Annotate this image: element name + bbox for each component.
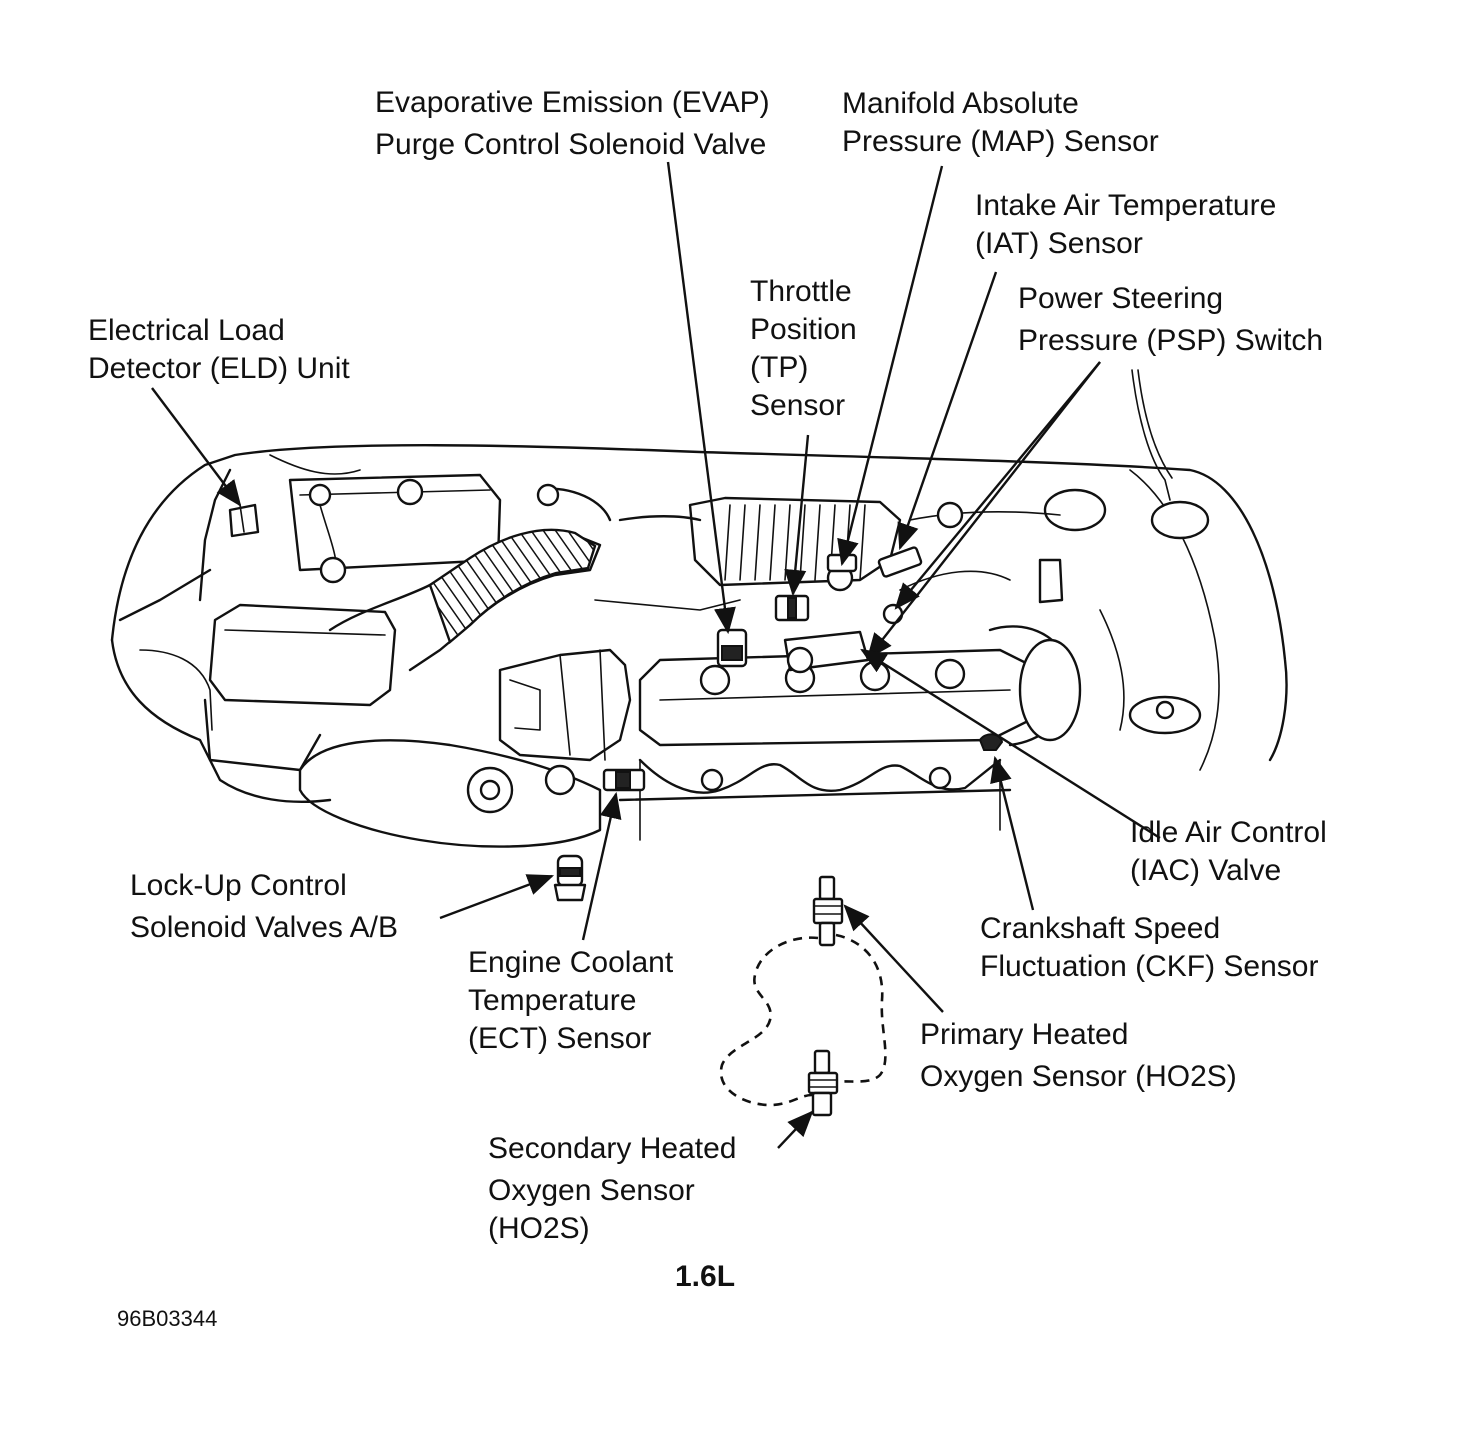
- label-lockup: Lock-Up Control Solenoid Valves A/B: [130, 867, 398, 947]
- label-secondary-ho2s-line2: Oxygen Sensor: [488, 1174, 695, 1207]
- leader-evap: [666, 161, 736, 635]
- label-iat-line1: Intake Air Temperature: [975, 189, 1277, 222]
- label-ckf-line1: Crankshaft Speed: [980, 912, 1221, 945]
- label-eld-line1: Electrical Load: [88, 314, 285, 347]
- leader-eld: [151, 387, 242, 507]
- right-side-components: [899, 488, 1210, 747]
- label-psp-line2: Pressure (PSP) Switch: [1018, 324, 1324, 357]
- label-ect: Engine Coolant Temperature (ECT) Sensor: [468, 944, 673, 1058]
- label-tp-line2: Position: [750, 313, 857, 346]
- primary-ho2s-part: [812, 875, 844, 947]
- label-psp: Power Steering Pressure (PSP) Switch: [1018, 280, 1323, 360]
- evap-valve-part: [716, 628, 748, 668]
- label-iat-line2: (IAT) Sensor: [975, 227, 1143, 260]
- air-intake-duct: [328, 483, 612, 672]
- transmission: [298, 739, 602, 848]
- label-iac: Idle Air Control (IAC) Valve: [1130, 814, 1327, 890]
- label-eld: Electrical Load Detector (ELD) Unit: [88, 312, 350, 388]
- label-tp-line1: Throttle: [750, 275, 852, 308]
- leader-tp: [784, 434, 810, 597]
- leader-psp: [894, 361, 1101, 610]
- leader-iat: [897, 271, 998, 551]
- label-primary-ho2s: Primary Heated Oxygen Sensor (HO2S): [920, 1016, 1237, 1096]
- leader-ect: [581, 791, 622, 941]
- leader-psp-2: [866, 361, 1101, 660]
- label-ect-line2: Temperature: [468, 984, 637, 1017]
- leader-lockup: [439, 874, 555, 920]
- label-eld-line2: Detector (ELD) Unit: [88, 352, 350, 385]
- exhaust-manifold: [618, 758, 1012, 841]
- iac-valve-part: [783, 630, 870, 674]
- label-primary-ho2s-line1: Primary Heated: [920, 1018, 1129, 1051]
- label-tp-line4: Sensor: [750, 389, 846, 422]
- figure-reference-code: 96B03344: [117, 1306, 218, 1331]
- battery: [288, 473, 502, 584]
- label-ckf-line2: Fluctuation (CKF) Sensor: [980, 950, 1319, 983]
- leader-map: [837, 165, 944, 567]
- label-ect-line3: (ECT) Sensor: [468, 1022, 652, 1055]
- ho2s-wiring-dashed: [719, 933, 887, 1107]
- label-secondary-ho2s: Secondary Heated Oxygen Sensor (HO2S): [488, 1130, 737, 1248]
- label-lockup-line1: Lock-Up Control: [130, 869, 347, 902]
- label-iac-line2: (IAC) Valve: [1130, 854, 1282, 887]
- ect-sensor-part: [602, 768, 646, 792]
- label-map: Manifold Absolute Pressure (MAP) Sensor: [842, 85, 1159, 161]
- lock-up-solenoid-valves: [553, 854, 587, 902]
- label-primary-ho2s-line2: Oxygen Sensor (HO2S): [920, 1060, 1237, 1093]
- tp-sensor-part: [774, 594, 810, 622]
- label-iat: Intake Air Temperature (IAT) Sensor: [975, 187, 1276, 263]
- label-lockup-line2: Solenoid Valves A/B: [130, 911, 398, 944]
- psp-switch-part: [882, 603, 904, 625]
- leader-primary-ho2s: [843, 904, 944, 1013]
- label-evap: Evaporative Emission (EVAP) Purge Contro…: [375, 84, 770, 164]
- label-evap-line1: Evaporative Emission (EVAP): [375, 86, 770, 119]
- label-tp-line3: (TP): [750, 351, 809, 384]
- engine-bay-outline: [110, 369, 1288, 803]
- label-map-line2: Pressure (MAP) Sensor: [842, 125, 1159, 158]
- leader-lines: [151, 161, 1161, 1149]
- leader-secondary-ho2s: [777, 1110, 814, 1149]
- fuse-box: [203, 603, 397, 772]
- label-map-line1: Manifold Absolute: [842, 87, 1079, 120]
- label-secondary-ho2s-line3: (HO2S): [488, 1212, 590, 1245]
- label-tp: Throttle Position (TP) Sensor: [750, 273, 857, 425]
- label-ect-line1: Engine Coolant: [468, 946, 674, 979]
- label-secondary-ho2s-line1: Secondary Heated: [488, 1132, 737, 1165]
- label-evap-line2: Purge Control Solenoid Valve: [375, 128, 767, 161]
- leader-iac: [860, 648, 1161, 840]
- iat-sensor-part: [877, 546, 923, 578]
- label-psp-line1: Power Steering: [1018, 282, 1224, 315]
- label-iac-line1: Idle Air Control: [1130, 816, 1327, 849]
- distributor: [498, 648, 632, 762]
- secondary-ho2s-part: [807, 1049, 839, 1117]
- engine-size-title: 1.6L: [674, 1260, 736, 1293]
- leader-ckf: [990, 755, 1035, 911]
- label-ckf: Crankshaft Speed Fluctuation (CKF) Senso…: [980, 910, 1318, 986]
- eld-unit-part: [228, 503, 260, 538]
